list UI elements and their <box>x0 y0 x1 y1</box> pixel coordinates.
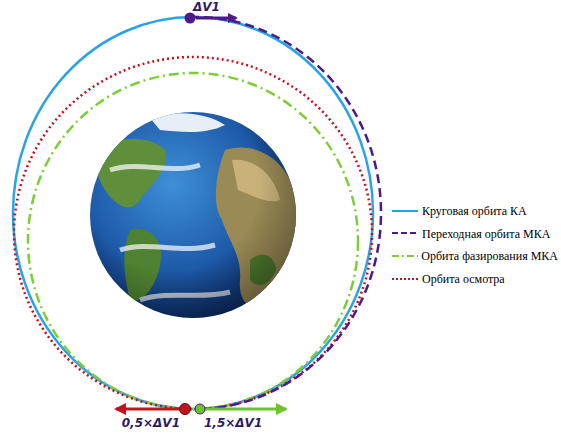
delta-v-arrow <box>205 408 286 411</box>
legend-sample <box>392 210 418 212</box>
legend-text: Орбита осмотра <box>422 272 505 286</box>
delta-v-label: 0,5×ΔV1 <box>122 416 180 430</box>
phasing-orbit <box>28 73 358 409</box>
delta-v-arrow <box>116 408 180 411</box>
spacecraft-dot <box>185 13 196 24</box>
legend-text: Переходная орбита МКА <box>422 227 550 241</box>
circular-orbit <box>13 17 373 409</box>
legend-sample <box>392 278 418 280</box>
legend-sample <box>392 255 418 257</box>
spacecraft-dot <box>180 404 191 415</box>
delta-v-label: ΔV1 <box>193 0 220 14</box>
legend-sample <box>392 232 418 234</box>
legend-text: Орбита фазирования МКА <box>421 249 558 263</box>
spacecraft-dot <box>195 404 205 414</box>
legend-text: Круговая орбита КА <box>422 204 527 218</box>
transfer-orbit <box>190 17 381 409</box>
delta-v-arrow <box>196 17 236 20</box>
delta-v-label: 1,5×ΔV1 <box>204 416 262 430</box>
inspection-orbit <box>14 57 372 409</box>
earth-globe <box>90 112 297 318</box>
